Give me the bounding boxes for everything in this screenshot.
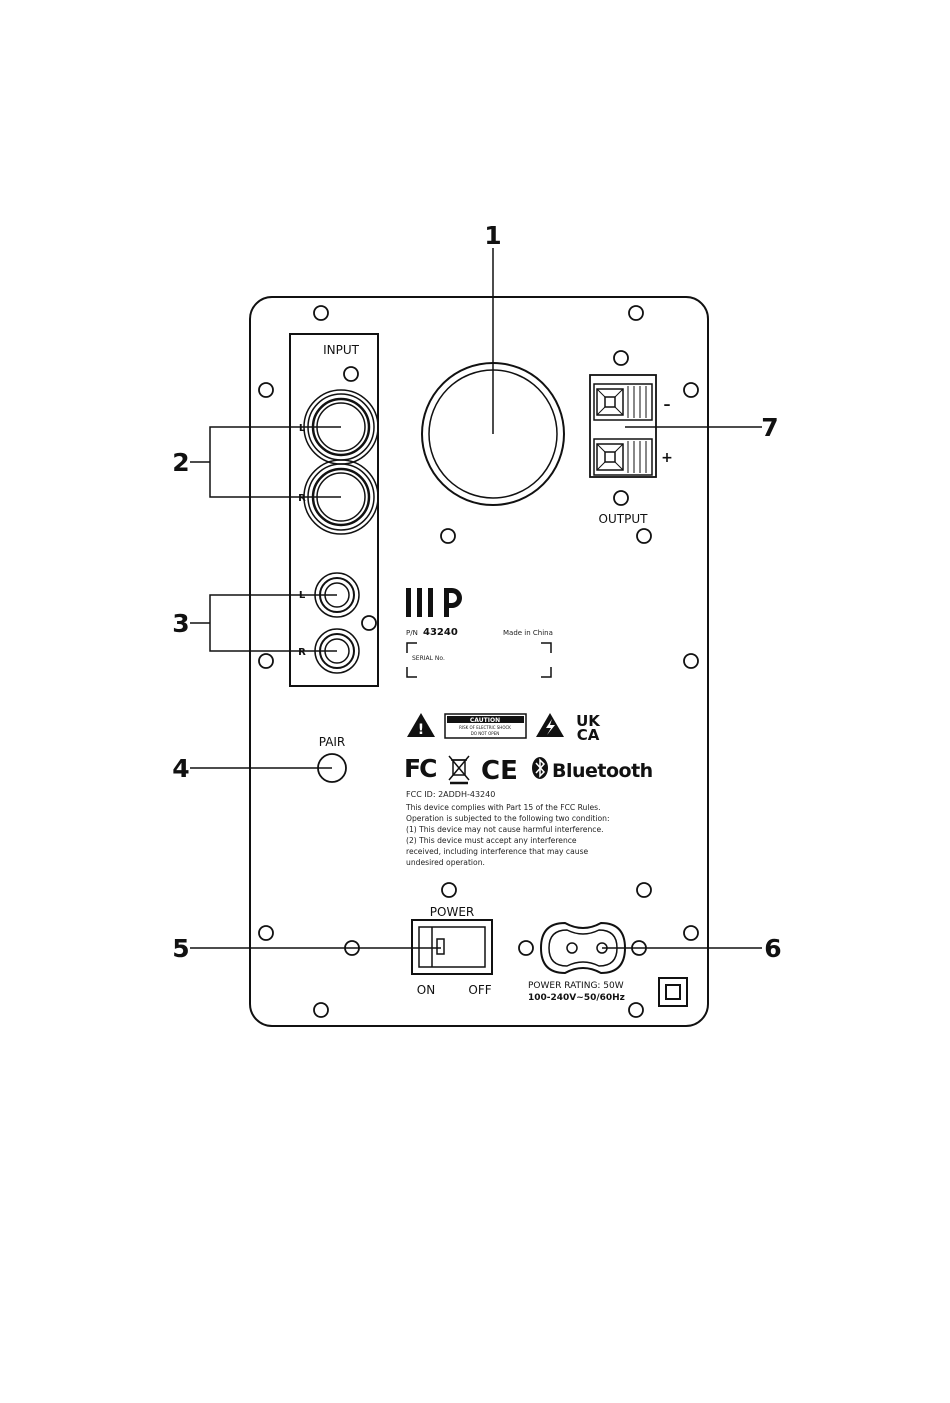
- output-label: OUTPUT: [599, 512, 649, 526]
- power-off-label: OFF: [468, 983, 491, 997]
- lightning-warning-icon: [536, 713, 564, 737]
- fcc-line-6: undesired operation.: [406, 858, 485, 867]
- bluetooth-wordmark: Bluetooth: [552, 760, 653, 782]
- svg-text:RISK OF ELECTRIC SHOCK: RISK OF ELECTRIC SHOCK: [459, 725, 511, 730]
- bluetooth-icon: [532, 757, 548, 779]
- fcc-line-5: received, including interference that ma…: [406, 847, 589, 856]
- svg-text:CAUTION: CAUTION: [470, 717, 500, 724]
- pn-value: 43240: [423, 627, 458, 638]
- weee-bin-icon: [448, 755, 470, 785]
- ce-mark-icon: CE: [481, 756, 518, 786]
- power-label: POWER: [430, 905, 474, 919]
- callout-5: 5: [172, 934, 189, 963]
- fcc-line-3: (1) This device may not cause harmful in…: [406, 825, 604, 834]
- fcc-line-2: Operation is subjected to the following …: [406, 814, 610, 823]
- callout-3: 3: [172, 609, 189, 638]
- input-jack-frame: [289, 333, 379, 687]
- pn-prefix: P/N: [406, 629, 418, 637]
- fcc-id: FCC ID: 2ADDH-43240: [406, 790, 495, 799]
- trs-label-r: R: [298, 493, 306, 504]
- fcc-mark-icon: FC: [404, 754, 436, 783]
- speaker-output-terminals[interactable]: [589, 374, 657, 478]
- trs-label-l: L: [299, 423, 306, 434]
- svg-text:CA: CA: [577, 726, 600, 744]
- svg-text:DO NOT OPEN: DO NOT OPEN: [471, 731, 499, 736]
- input-label: INPUT: [323, 343, 360, 357]
- terminal-minus-label: –: [664, 397, 671, 413]
- made-in-label: Made in China: [503, 629, 553, 637]
- rear-panel-outline: [249, 296, 709, 1027]
- power-on-label: ON: [417, 983, 435, 997]
- ac-power-inlet[interactable]: [539, 921, 627, 975]
- callout-7: 7: [761, 413, 778, 442]
- fcc-line-1: This device complies with Part 15 of the…: [405, 803, 601, 812]
- caution-label: CAUTION RISK OF ELECTRIC SHOCK DO NOT OP…: [444, 713, 527, 739]
- callout-1: 1: [484, 221, 501, 250]
- fcc-line-4: (2) This device must accept any interfer…: [406, 836, 577, 845]
- terminal-plus-label: +: [661, 450, 673, 466]
- rca-label-r: R: [298, 647, 306, 658]
- svg-text:UK: UK: [576, 712, 601, 730]
- serial-label: SERIAL No.: [412, 655, 445, 662]
- callout-4: 4: [172, 754, 189, 783]
- callout-leaders: [190, 248, 762, 949]
- callout-2: 2: [172, 448, 189, 477]
- monoprice-logo: [406, 588, 462, 617]
- power-switch[interactable]: [411, 919, 493, 975]
- serial-number-area: [406, 642, 552, 678]
- callout-6: 6: [764, 934, 781, 963]
- pair-label: PAIR: [319, 735, 346, 749]
- ukca-mark-icon: UK CA: [576, 712, 601, 744]
- voltage-rating: 100-240V~50/60Hz: [528, 993, 625, 1003]
- svg-text:!: !: [418, 722, 424, 738]
- warning-triangle-icon: !: [407, 713, 435, 738]
- power-rating: POWER RATING: 50W: [528, 981, 624, 991]
- double-insulation-icon: [658, 977, 688, 1007]
